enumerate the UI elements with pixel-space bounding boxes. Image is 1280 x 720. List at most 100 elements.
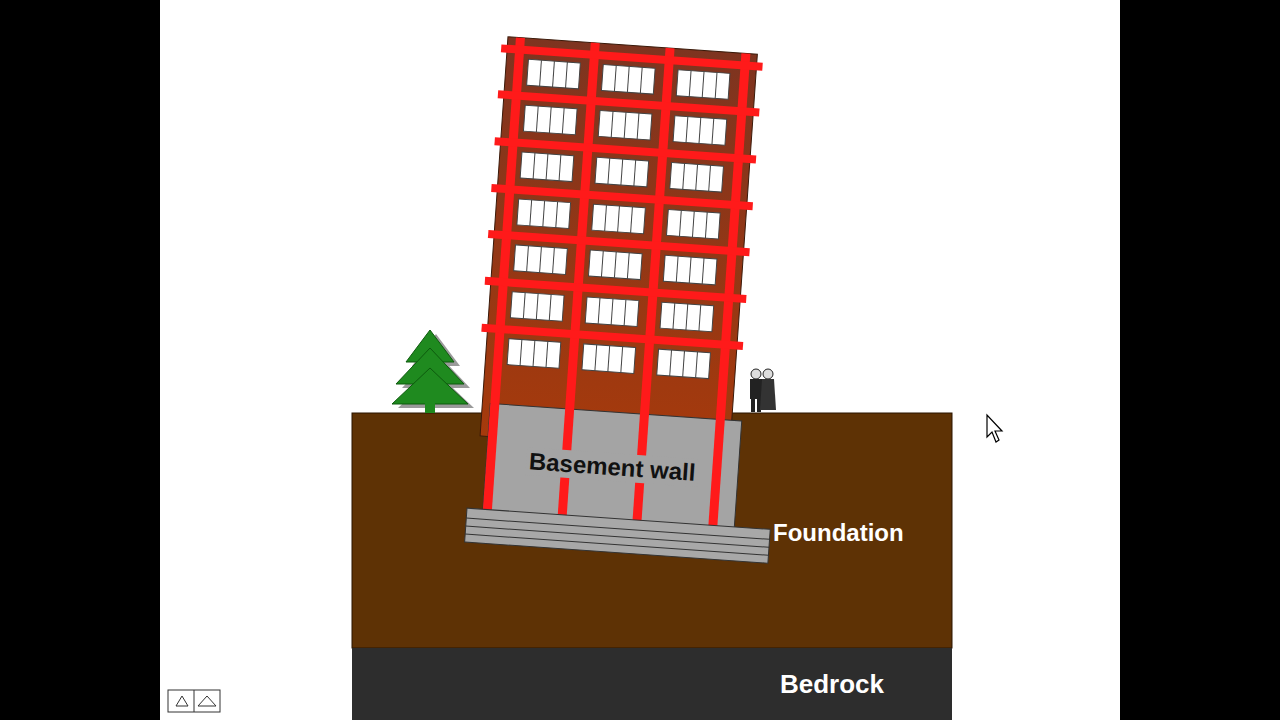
window-mullion: [683, 163, 685, 189]
window-mullion: [562, 108, 564, 134]
window-mullion: [549, 107, 551, 133]
window: [676, 70, 730, 100]
window: [527, 59, 581, 89]
steel-beam: [481, 324, 743, 350]
window-mullion: [540, 247, 542, 273]
foundation-label: Foundation: [773, 519, 904, 547]
window-mullion: [715, 72, 717, 98]
window-mullion: [605, 205, 607, 231]
window: [601, 65, 655, 95]
steel-beam: [488, 230, 750, 256]
window-mullion: [631, 207, 633, 233]
people: [750, 369, 776, 412]
window-mullion: [699, 117, 701, 143]
window-mullion: [536, 294, 538, 320]
window-mullion: [595, 345, 597, 371]
player-icon: [168, 690, 220, 712]
window: [673, 116, 727, 146]
window-mullion: [670, 350, 672, 376]
window-mullion: [553, 61, 555, 87]
foundation-slab: [465, 508, 771, 563]
window-mullion: [689, 257, 691, 283]
window-mullion: [533, 153, 535, 179]
window-mullion: [699, 305, 701, 331]
window: [657, 349, 711, 379]
window-mullion: [689, 71, 691, 97]
window-mullion: [527, 246, 529, 272]
window: [660, 302, 714, 332]
bedrock-band: [352, 648, 952, 720]
window: [667, 209, 721, 239]
basement-wall-label: Basement wall: [525, 447, 699, 487]
window-mullion: [614, 65, 616, 91]
basement-wall: Basement wall: [483, 403, 742, 530]
window-mullion: [543, 201, 545, 227]
window: [595, 157, 649, 187]
window-mullion: [692, 211, 694, 237]
window-mullion: [683, 351, 685, 377]
window-mullion: [624, 112, 626, 138]
steel-column: [558, 43, 600, 517]
window-mullion: [540, 60, 542, 86]
tree: [392, 330, 474, 413]
steel-column: [632, 48, 674, 522]
window-mullion: [621, 159, 623, 185]
window-mullion: [611, 111, 613, 137]
window: [520, 152, 574, 182]
steel-column: [483, 37, 525, 511]
steel-beam: [494, 137, 756, 163]
window: [670, 163, 724, 193]
window: [507, 339, 561, 369]
window-mullion: [696, 352, 698, 378]
window-mullion: [627, 253, 629, 279]
window-mullion: [608, 346, 610, 372]
window-mullion: [679, 210, 681, 236]
window-mullion: [536, 106, 538, 132]
window: [523, 105, 577, 135]
steel-beam: [485, 277, 747, 303]
window-mullion: [556, 202, 558, 228]
tilted-building: [465, 36, 804, 563]
window-mullion: [611, 299, 613, 325]
window-mullion: [608, 158, 610, 184]
window: [585, 297, 639, 327]
window: [588, 250, 642, 280]
window-mullion: [553, 248, 555, 274]
canvas: [160, 0, 1120, 720]
window-mullion: [530, 200, 532, 226]
window: [592, 204, 646, 234]
bedrock-band-label: Bedrock: [777, 669, 887, 700]
steel-beam: [498, 90, 760, 116]
window-mullion: [696, 164, 698, 190]
window-mullion: [598, 298, 600, 324]
window-mullion: [621, 347, 623, 373]
window-mullion: [523, 293, 525, 319]
window-mullion: [637, 113, 639, 139]
window-mullion: [673, 303, 675, 329]
window-mullion: [686, 117, 688, 143]
window: [582, 344, 636, 374]
window: [510, 292, 564, 322]
window-mullion: [546, 341, 548, 367]
window-mullion: [533, 340, 535, 366]
window-mullion: [627, 66, 629, 92]
window-mullion: [634, 160, 636, 186]
window: [514, 245, 568, 275]
window-mullion: [601, 251, 603, 277]
window: [517, 199, 571, 229]
steel-beam: [491, 184, 753, 210]
window-mullion: [702, 72, 704, 98]
window-mullion: [709, 165, 711, 191]
window-mullion: [676, 256, 678, 282]
window-mullion: [686, 304, 688, 330]
window-mullion: [559, 155, 561, 181]
window: [663, 255, 717, 285]
window-mullion: [520, 340, 522, 366]
window-mullion: [546, 154, 548, 180]
window-mullion: [549, 294, 551, 320]
window-mullion: [618, 206, 620, 232]
mouse-cursor: [987, 415, 1002, 442]
